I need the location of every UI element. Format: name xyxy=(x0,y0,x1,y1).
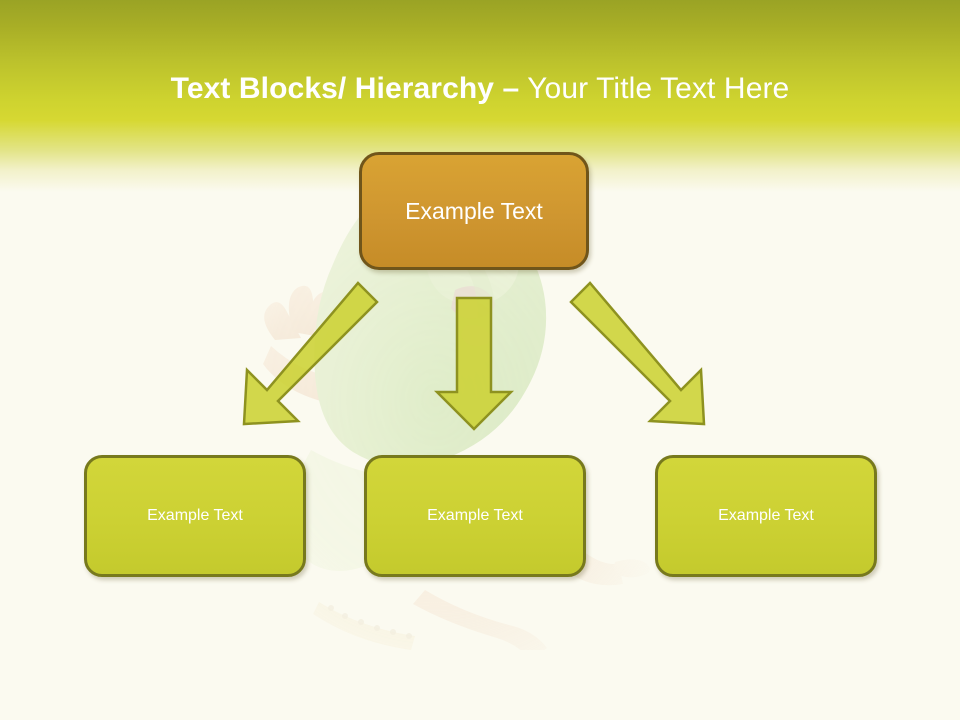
arrow-down-icon xyxy=(433,296,515,431)
page-title-bold: Text Blocks/ Hierarchy – xyxy=(170,72,520,106)
page-title: Text Blocks/ Hierarchy – Your Title Text… xyxy=(0,70,960,108)
node-child-1-label: Example Text xyxy=(147,507,243,524)
arrow-down-left-icon xyxy=(242,281,379,426)
node-child-3-example-text[interactable]: Example Text xyxy=(655,455,877,577)
node-child-3-label: Example Text xyxy=(718,507,814,524)
page-title-regular: Your Title Text Here xyxy=(519,72,790,106)
node-child-2-example-text[interactable]: Example Text xyxy=(364,455,586,577)
node-top-label: Example Text xyxy=(405,197,543,224)
node-top-example-text[interactable]: Example Text xyxy=(359,152,589,270)
arrow-down-right-icon xyxy=(569,281,706,426)
node-child-1-example-text[interactable]: Example Text xyxy=(84,455,306,577)
node-child-2-label: Example Text xyxy=(427,507,523,524)
